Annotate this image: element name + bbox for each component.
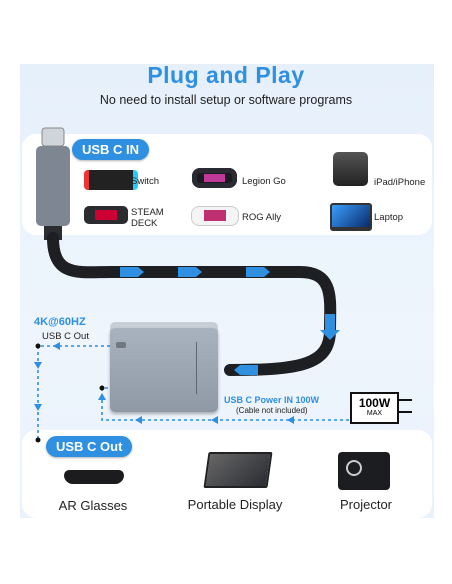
input-cable — [47, 232, 337, 376]
hub-port — [116, 342, 126, 348]
usb-c-plug-tip — [41, 127, 65, 147]
output-resolution-label: 4K@60HZ — [34, 316, 86, 328]
power-adapter-icon: 100W MAX — [350, 392, 399, 424]
usb-c-in-badge: USB C IN — [72, 139, 150, 160]
ar-glasses-icon — [60, 468, 130, 488]
projector-icon — [338, 452, 390, 490]
switch-console-icon — [84, 170, 138, 190]
output-port-label: USB C Out — [42, 331, 89, 342]
page-title: Plug and Play — [147, 62, 305, 88]
cable-flow-arrows — [120, 267, 340, 375]
portable-display-icon — [203, 452, 273, 488]
laptop-icon — [330, 203, 372, 231]
iphone-icon — [333, 152, 368, 186]
usb-c-connector-icon — [36, 146, 70, 226]
output-flow-arrows — [34, 342, 294, 424]
power-input-note: (Cable not included) — [236, 406, 308, 415]
device-label-laptop: Laptop — [374, 212, 404, 223]
output-label-portable-display: Portable Display — [187, 497, 283, 512]
power-input-label: USB C Power IN 100W — [224, 395, 320, 405]
watt-max-label: MAX — [366, 410, 383, 417]
legion-go-icon — [192, 168, 237, 188]
device-label-rog-ally: ROG Ally — [242, 212, 282, 223]
device-label-steam-deck: STEAM DECK — [131, 207, 164, 229]
device-label-switch: Switch — [131, 176, 159, 187]
device-label-ipad-iphone: iPad/iPhone — [374, 177, 426, 188]
device-label-legion-go: Legion Go — [242, 176, 286, 187]
steam-deck-icon — [84, 206, 128, 224]
usb-c-hub — [110, 328, 218, 412]
watt-value: 100W — [358, 396, 391, 410]
usb-c-out-badge: USB C Out — [46, 436, 133, 457]
output-label-ar-glasses: AR Glasses — [58, 498, 128, 513]
hub-certification-marks — [196, 342, 209, 394]
hub-top-edge — [110, 322, 218, 332]
rog-ally-icon — [191, 206, 239, 226]
page-subtitle: No need to install setup or software pro… — [99, 93, 353, 107]
output-label-projector: Projector — [339, 497, 393, 512]
